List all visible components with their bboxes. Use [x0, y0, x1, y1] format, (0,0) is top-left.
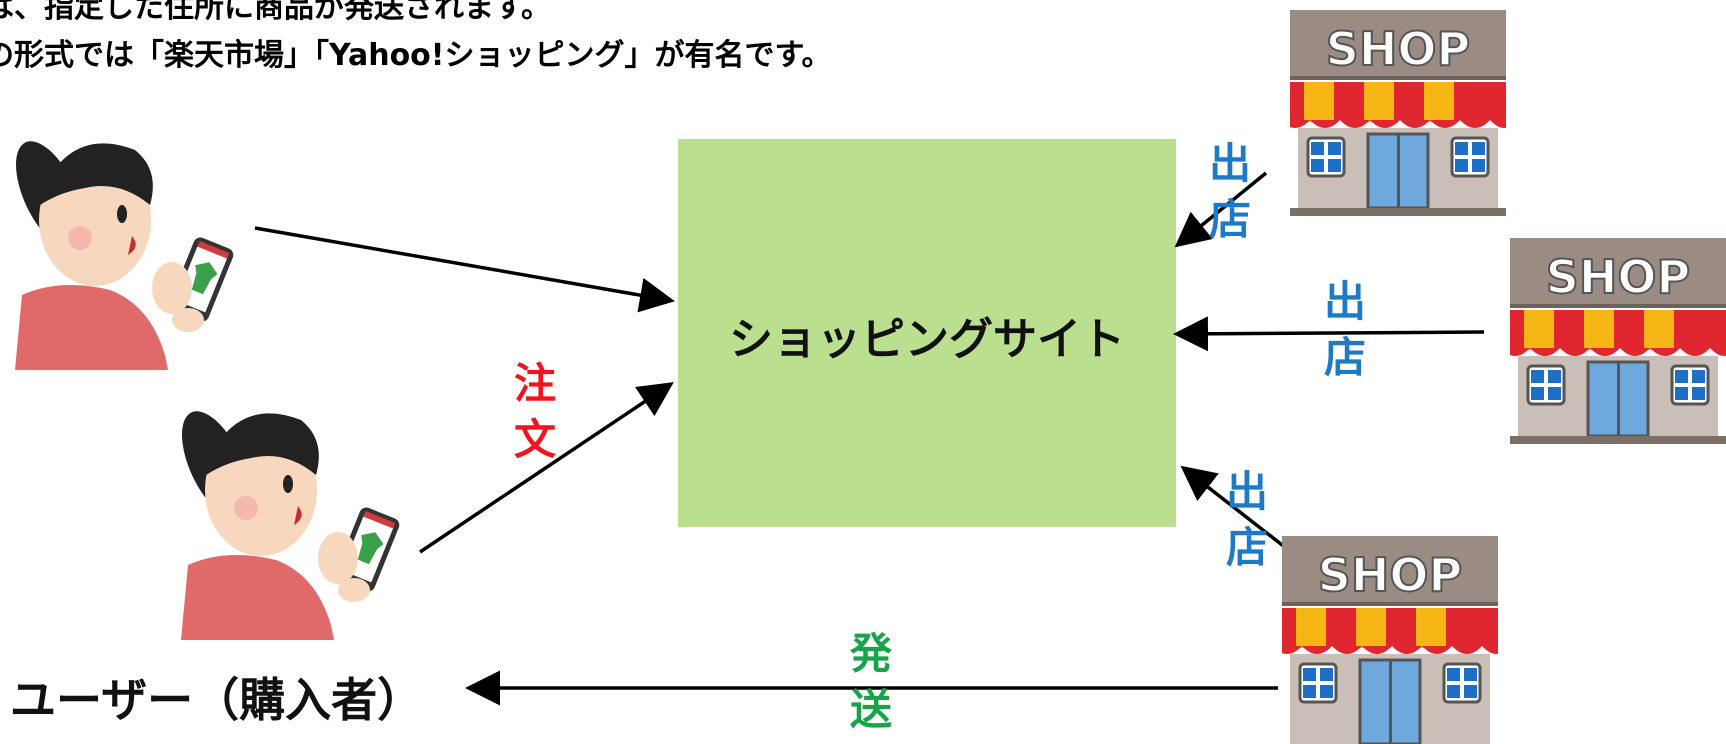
open-store-label-1: 出店 [1208, 139, 1251, 244]
shop-building-illustration: SHOP [1290, 10, 1506, 216]
intro-line-1: は、指定した住所に商品が発送されます。 [0, 0, 551, 25]
woman-with-smartphone-illustration [15, 141, 234, 370]
ship-label: 発送 [849, 629, 892, 734]
order-label: 注文 [513, 359, 556, 464]
open-store-label-2: 出店 [1323, 277, 1366, 382]
shop-sign-text: SHOP [1326, 22, 1470, 76]
shop-building-illustration: SHOP [1282, 536, 1498, 744]
shop3-arrow [1180, 465, 1288, 550]
woman-with-smartphone-illustration [181, 411, 400, 640]
user-label: ユーザー（購入者） [10, 673, 424, 727]
order-arrow [419, 382, 674, 554]
shop2-arrow [1173, 316, 1485, 352]
open-store-label-3: 出店 [1225, 467, 1268, 572]
shop-sign-text: SHOP [1318, 548, 1462, 602]
shop1-arrow [1174, 171, 1268, 248]
shop-building-illustration: SHOP [1510, 238, 1726, 444]
intro-line-2: の形式では「楽天市場」「Yahoo!ショッピング」が有名です。 [0, 38, 832, 73]
shopping-site-box [678, 139, 1176, 527]
shop-sign-text: SHOP [1546, 250, 1690, 304]
shopping-site-label: ショッピングサイト [729, 314, 1125, 365]
user1-arrow [254, 226, 675, 313]
